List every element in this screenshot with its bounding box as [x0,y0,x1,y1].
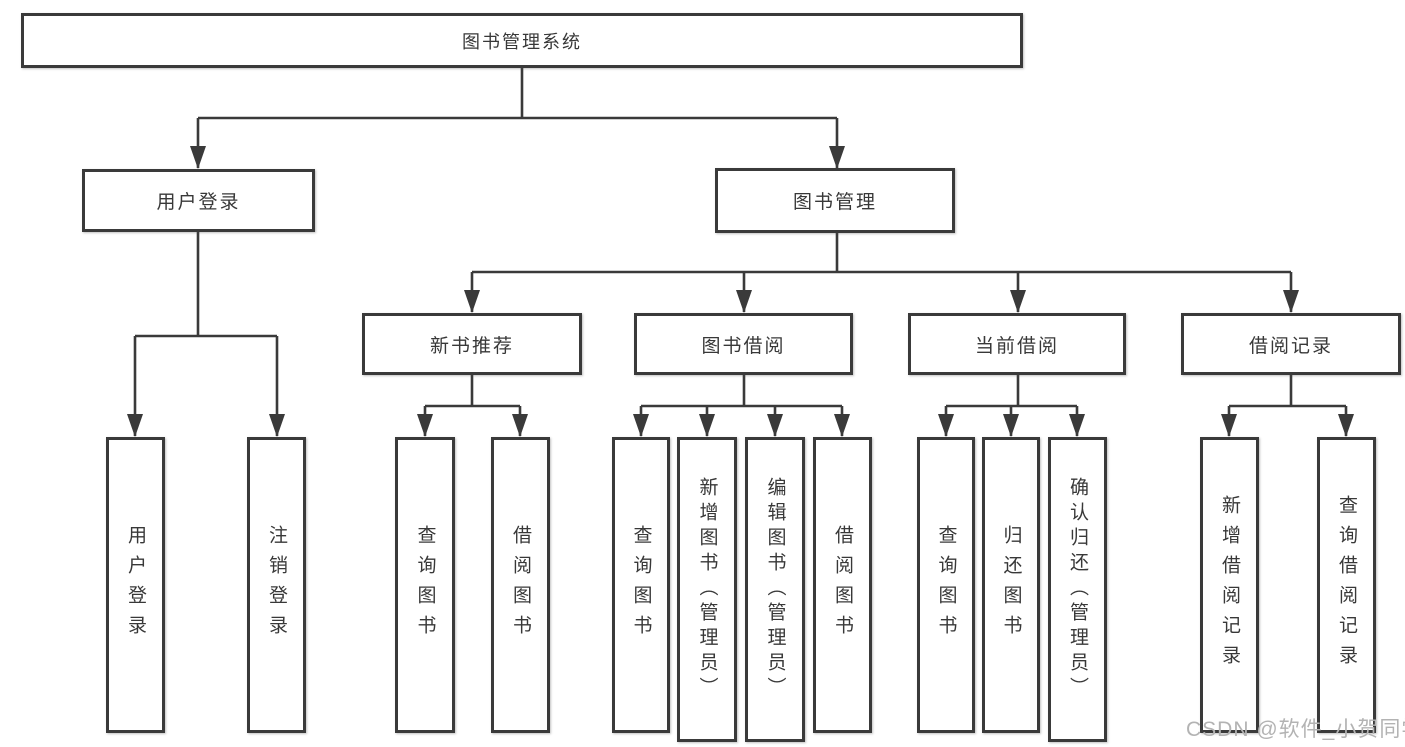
leaf-logout: 注销登录 [247,437,306,733]
leaf-edit-books-admin: 编辑图书（管理员） [745,437,805,742]
leaf-label: 归还图书 [1000,525,1022,645]
node-book-borrow: 图书借阅 [634,313,853,375]
csdn-watermark: CSDN @软件_小贺同学 [1186,718,1405,741]
leaf-label: 借阅图书 [832,525,853,645]
node-root-library-system: 图书管理系统 [21,13,1023,68]
leaf-return-books: 归还图书 [982,437,1040,733]
leaf-label: 编辑图书（管理员） [764,477,786,702]
node-book-management: 图书管理 [715,168,955,233]
leaf-query-books-borrow: 查询图书 [612,437,670,733]
leaf-label: 查询图书 [630,525,652,645]
leaf-label: 新增图书（管理员） [696,477,718,702]
leaf-confirm-return-admin: 确认归还（管理员） [1048,437,1107,742]
leaf-label: 查询图书 [414,525,436,645]
node-current-borrow: 当前借阅 [908,313,1126,375]
leaf-label: 查询借阅记录 [1336,495,1357,675]
leaf-add-borrow-record: 新增借阅记录 [1200,437,1259,733]
node-new-book-recommend: 新书推荐 [362,313,582,375]
leaf-borrow-books-recommend: 借阅图书 [491,437,550,733]
leaf-label: 借阅图书 [510,525,531,645]
leaf-user-login: 用户登录 [106,437,165,733]
leaf-borrow-books: 借阅图书 [813,437,872,733]
leaf-add-books-admin: 新增图书（管理员） [677,437,737,742]
leaf-query-books-current: 查询图书 [917,437,975,733]
leaf-query-books-recommend: 查询图书 [395,437,455,733]
leaf-label: 确认归还（管理员） [1067,477,1088,702]
leaf-label: 查询图书 [935,525,957,645]
leaf-query-borrow-record: 查询借阅记录 [1317,437,1376,733]
leaf-label: 新增借阅记录 [1219,495,1240,675]
node-user-login: 用户登录 [82,169,315,232]
leaf-label: 用户登录 [125,525,146,645]
node-borrow-records: 借阅记录 [1181,313,1401,375]
leaf-label: 注销登录 [266,525,287,645]
